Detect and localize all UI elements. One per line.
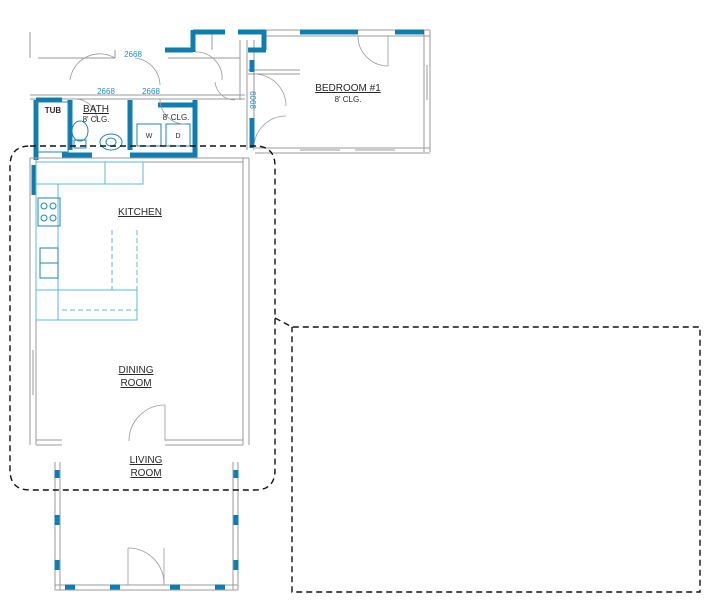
porch <box>54 462 239 591</box>
bedroom-label: BEDROOM #1 <box>315 83 381 94</box>
bath-label: BATH <box>83 104 109 115</box>
main-walls <box>29 157 250 446</box>
dining-door-swing <box>128 404 166 442</box>
future-addition-outline <box>274 317 701 593</box>
dryer-label: D <box>175 133 180 140</box>
living-label-2: ROOM <box>130 468 161 479</box>
tub <box>37 101 69 153</box>
bath-sink <box>99 133 123 151</box>
living-label-1: LIVING <box>130 455 163 466</box>
dim-label-2668-b: 2668 <box>97 87 115 96</box>
upper-door-swings <box>69 35 389 149</box>
washer-label: W <box>146 133 153 140</box>
dim-label-6068: 6068 <box>248 91 257 109</box>
range <box>37 197 61 227</box>
dining-label-2: ROOM <box>120 378 151 389</box>
tub-label: TUB <box>45 106 62 115</box>
kitchen-label: KITCHEN <box>118 207 162 218</box>
laundry-ceiling: 8' CLG. <box>163 113 190 122</box>
main-area-outline <box>9 145 276 491</box>
bedroom-ceiling: 8' CLG. <box>335 95 362 104</box>
dryer <box>165 123 191 147</box>
kitchen-counters <box>35 161 144 321</box>
upper-blue-walls <box>31 29 424 195</box>
dim-label-2668-c: 2668 <box>142 87 160 96</box>
bath-fixtures <box>37 101 191 153</box>
washer <box>136 123 162 147</box>
upper-walls <box>29 29 431 154</box>
toilet <box>71 120 89 142</box>
dim-label-2668-a: 2668 <box>124 50 142 59</box>
bath-ceiling: 8' CLG. <box>83 115 110 124</box>
dining-label-1: DINING <box>119 365 154 376</box>
